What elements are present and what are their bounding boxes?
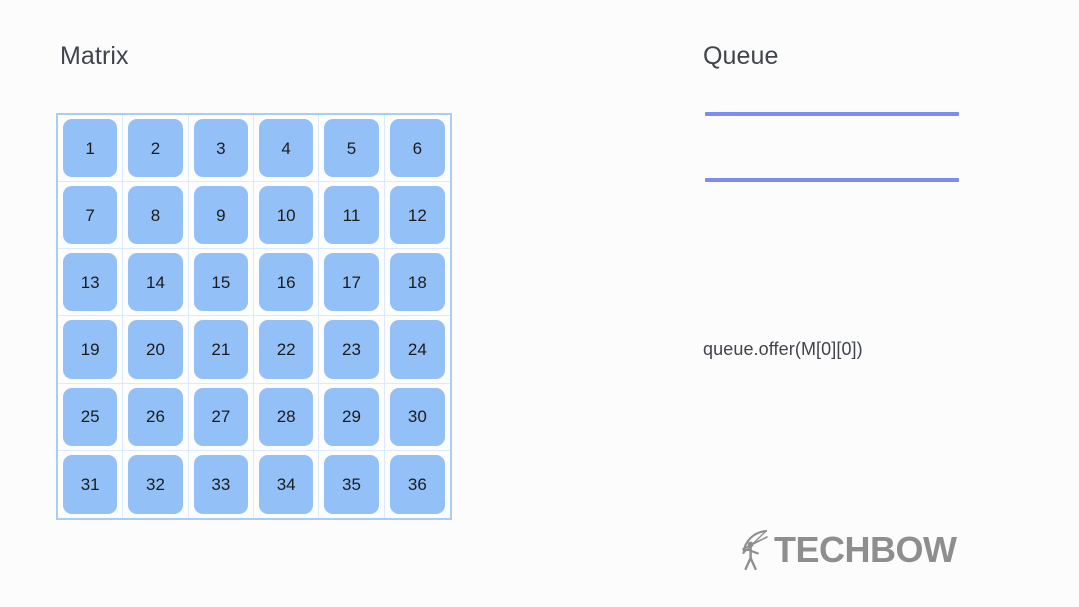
matrix-cell[interactable]: 10 <box>259 186 314 245</box>
matrix-cell-slot: 10 <box>254 182 320 250</box>
matrix-cell-slot: 3 <box>188 115 254 183</box>
matrix-cell[interactable]: 30 <box>389 387 445 446</box>
matrix-cell[interactable]: 1 <box>63 119 118 178</box>
matrix-cell-slot: 6 <box>384 115 450 183</box>
matrix-cell[interactable]: 11 <box>324 186 379 245</box>
matrix-cell-slot: 31 <box>58 450 124 518</box>
matrix-cell-slot: 4 <box>254 115 320 183</box>
matrix-cell-slot: 36 <box>385 451 450 518</box>
matrix-cell[interactable]: 21 <box>193 320 248 379</box>
matrix-cell-slot: 34 <box>254 450 320 518</box>
matrix-cell[interactable]: 2 <box>128 119 183 178</box>
matrix-cell-slot: 24 <box>384 316 450 384</box>
matrix-cell-slot: 7 <box>58 182 124 250</box>
matrix-cell[interactable]: 17 <box>324 253 379 312</box>
matrix-cell-slot: 23 <box>319 316 385 384</box>
matrix-cell-slot: 20 <box>123 316 189 384</box>
matrix-cell[interactable]: 32 <box>128 454 183 514</box>
matrix-cell[interactable]: 26 <box>128 387 183 446</box>
matrix-cell[interactable]: 19 <box>63 320 118 379</box>
matrix-cell-slot: 29 <box>319 383 385 451</box>
matrix-cell-slot: 33 <box>189 450 254 518</box>
matrix-cell-slot: 8 <box>123 182 189 250</box>
matrix-cell[interactable]: 20 <box>128 320 183 379</box>
matrix-cell[interactable]: 3 <box>193 119 248 178</box>
matrix-cell-slot: 16 <box>254 249 320 317</box>
matrix-cell-slot: 12 <box>384 182 450 250</box>
matrix-cell[interactable]: 9 <box>193 186 248 245</box>
matrix-cell[interactable]: 24 <box>389 320 445 379</box>
matrix-cell[interactable]: 18 <box>389 253 445 312</box>
matrix-cell-slot: 14 <box>123 249 189 317</box>
matrix-cell[interactable]: 29 <box>324 387 379 446</box>
matrix-cell-slot: 32 <box>123 450 189 518</box>
matrix-cell-slot: 28 <box>254 383 320 451</box>
matrix-cell-slot: 22 <box>254 316 320 384</box>
queue-panel-title: Queue <box>703 42 779 70</box>
matrix-cell-slot: 2 <box>123 115 189 183</box>
techbow-wordmark: TECHBOW <box>774 529 957 570</box>
matrix-cell[interactable]: 12 <box>389 186 445 245</box>
matrix-cell[interactable]: 13 <box>63 253 118 312</box>
matrix-cell-slot: 13 <box>58 249 124 317</box>
matrix-cell[interactable]: 36 <box>389 454 445 514</box>
matrix-cell[interactable]: 25 <box>63 387 118 446</box>
archer-bow-icon <box>742 529 768 571</box>
matrix-cell[interactable]: 31 <box>63 454 118 514</box>
matrix-cell-slot: 15 <box>188 249 254 317</box>
matrix-cell[interactable]: 22 <box>259 320 314 379</box>
matrix-cell[interactable]: 8 <box>128 186 183 245</box>
matrix-cell-slot: 27 <box>188 383 254 451</box>
matrix-cell[interactable]: 28 <box>259 387 314 446</box>
matrix-cell[interactable]: 15 <box>193 253 248 312</box>
matrix-cell-slot: 21 <box>188 316 254 384</box>
matrix-cell[interactable]: 35 <box>324 454 379 514</box>
matrix-cell-slot: 9 <box>188 182 254 250</box>
matrix-cell-slot: 19 <box>58 316 124 384</box>
matrix-cell[interactable]: 16 <box>259 253 314 312</box>
matrix-cell[interactable]: 6 <box>389 119 445 178</box>
matrix-cell[interactable]: 27 <box>193 387 248 446</box>
matrix-cell-slot: 18 <box>384 249 450 317</box>
matrix-cell-slot: 35 <box>319 450 385 518</box>
techbow-logo: TECHBOW <box>736 528 957 572</box>
matrix-cell[interactable]: 5 <box>324 119 379 178</box>
queue-top-rail <box>705 112 959 116</box>
matrix-cell[interactable]: 7 <box>63 186 118 245</box>
matrix-cell[interactable]: 23 <box>324 320 379 379</box>
queue-code-caption: queue.offer(M[0][0]) <box>703 339 863 359</box>
matrix-cell[interactable]: 4 <box>259 119 314 178</box>
matrix-cell[interactable]: 33 <box>193 454 248 514</box>
matrix-cell-slot: 11 <box>319 182 385 250</box>
queue-container <box>705 112 959 182</box>
queue-bottom-rail <box>705 178 959 182</box>
matrix-cell-slot: 30 <box>384 384 450 451</box>
matrix-panel-title: Matrix <box>60 42 129 70</box>
matrix-cell-slot: 5 <box>319 115 385 183</box>
matrix-cell-slot: 25 <box>58 383 124 451</box>
matrix-cell[interactable]: 14 <box>128 253 183 312</box>
matrix-cell-slot: 17 <box>319 249 385 317</box>
matrix-cell-slot: 1 <box>58 115 124 183</box>
matrix-cell-slot: 26 <box>123 383 189 451</box>
matrix-cell[interactable]: 34 <box>259 454 314 514</box>
